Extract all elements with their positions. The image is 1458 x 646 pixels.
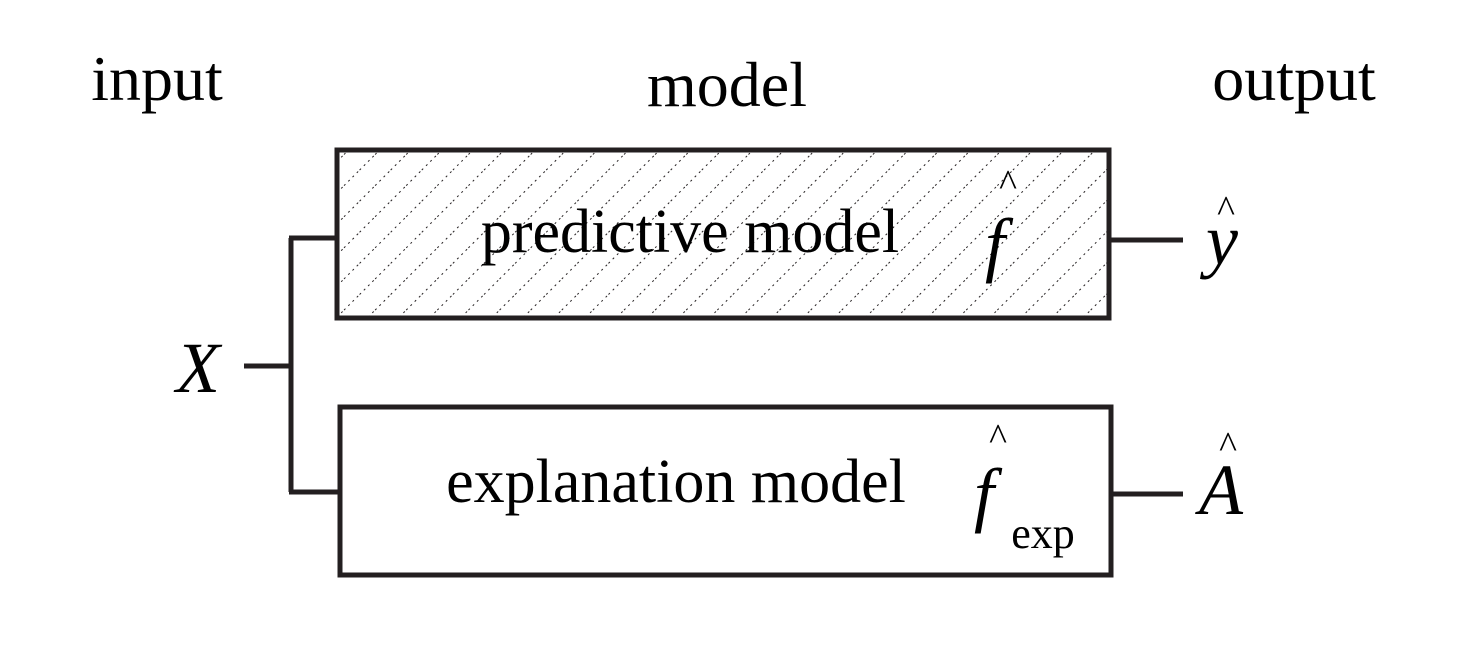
model-heading: model [647,49,807,120]
output-y-hat: ^ [1217,189,1235,231]
output-a-hat: ^ [1219,425,1237,467]
explanation-box-frame [337,404,1114,578]
predictive-model-box: predictive model f ^ [334,147,1112,321]
output-connectors [1109,237,1183,497]
explanation-f-subscript: exp [1011,509,1075,558]
output-a-symbol: A [1195,450,1244,530]
output-heading: output [1212,43,1376,114]
input-symbol-x: X [173,328,223,408]
input-heading: input [91,43,223,114]
output-y-symbol: y [1199,200,1238,280]
input-connector [244,235,340,495]
predictive-f-hat: ^ [999,163,1017,205]
predictive-box-frame [334,147,1112,321]
explanation-model-box: explanation model f ^ exp [337,404,1114,578]
predictive-model-label: predictive model [481,198,899,266]
explanation-model-label: explanation model [446,448,906,516]
explanation-f-hat: ^ [989,417,1007,459]
